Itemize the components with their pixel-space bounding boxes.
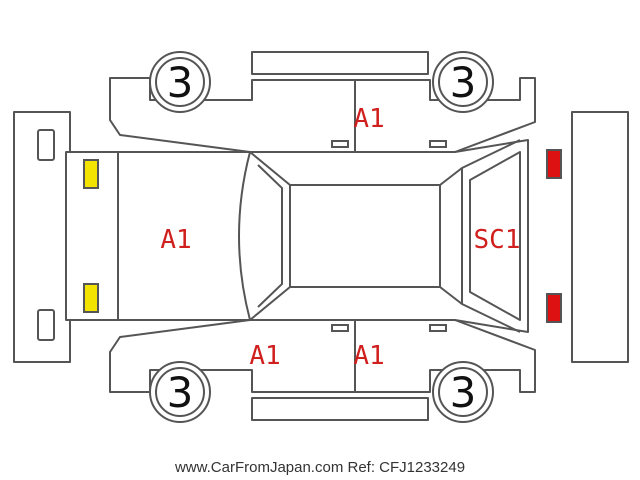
- wheel-rear-right: 3: [432, 51, 494, 113]
- wheel-rear-left-grade: 3: [450, 368, 477, 417]
- wheel-front-left-grade: 3: [167, 368, 194, 417]
- damage-code-left-rear-door: A1: [353, 341, 384, 371]
- car-body-top-view: [65, 139, 529, 333]
- wheel-front-right: 3: [149, 51, 211, 113]
- right-front-door-handle: [331, 140, 349, 148]
- damage-code-right-doors: A1: [353, 104, 384, 134]
- headlight-right: [83, 159, 99, 189]
- wheel-front-right-grade: 3: [167, 58, 194, 107]
- left-rear-door-handle: [429, 324, 447, 332]
- wheel-rear-left: 3: [432, 361, 494, 423]
- reference-footer: www.CarFromJapan.com Ref: CFJ1233249: [174, 459, 465, 476]
- damage-code-hood: A1: [160, 225, 191, 255]
- rear-bumper: [571, 111, 629, 363]
- damage-code-left-front-door: A1: [249, 341, 280, 371]
- left-side-panel: [109, 319, 536, 421]
- right-rear-door-handle: [429, 140, 447, 148]
- front-bumper: [13, 111, 71, 363]
- taillight-right: [546, 149, 562, 179]
- wheel-rear-right-grade: 3: [450, 58, 477, 107]
- taillight-left: [546, 293, 562, 323]
- wheel-front-left: 3: [149, 361, 211, 423]
- damage-code-rear: SC1: [474, 225, 521, 255]
- left-front-door-handle: [331, 324, 349, 332]
- headlight-left: [83, 283, 99, 313]
